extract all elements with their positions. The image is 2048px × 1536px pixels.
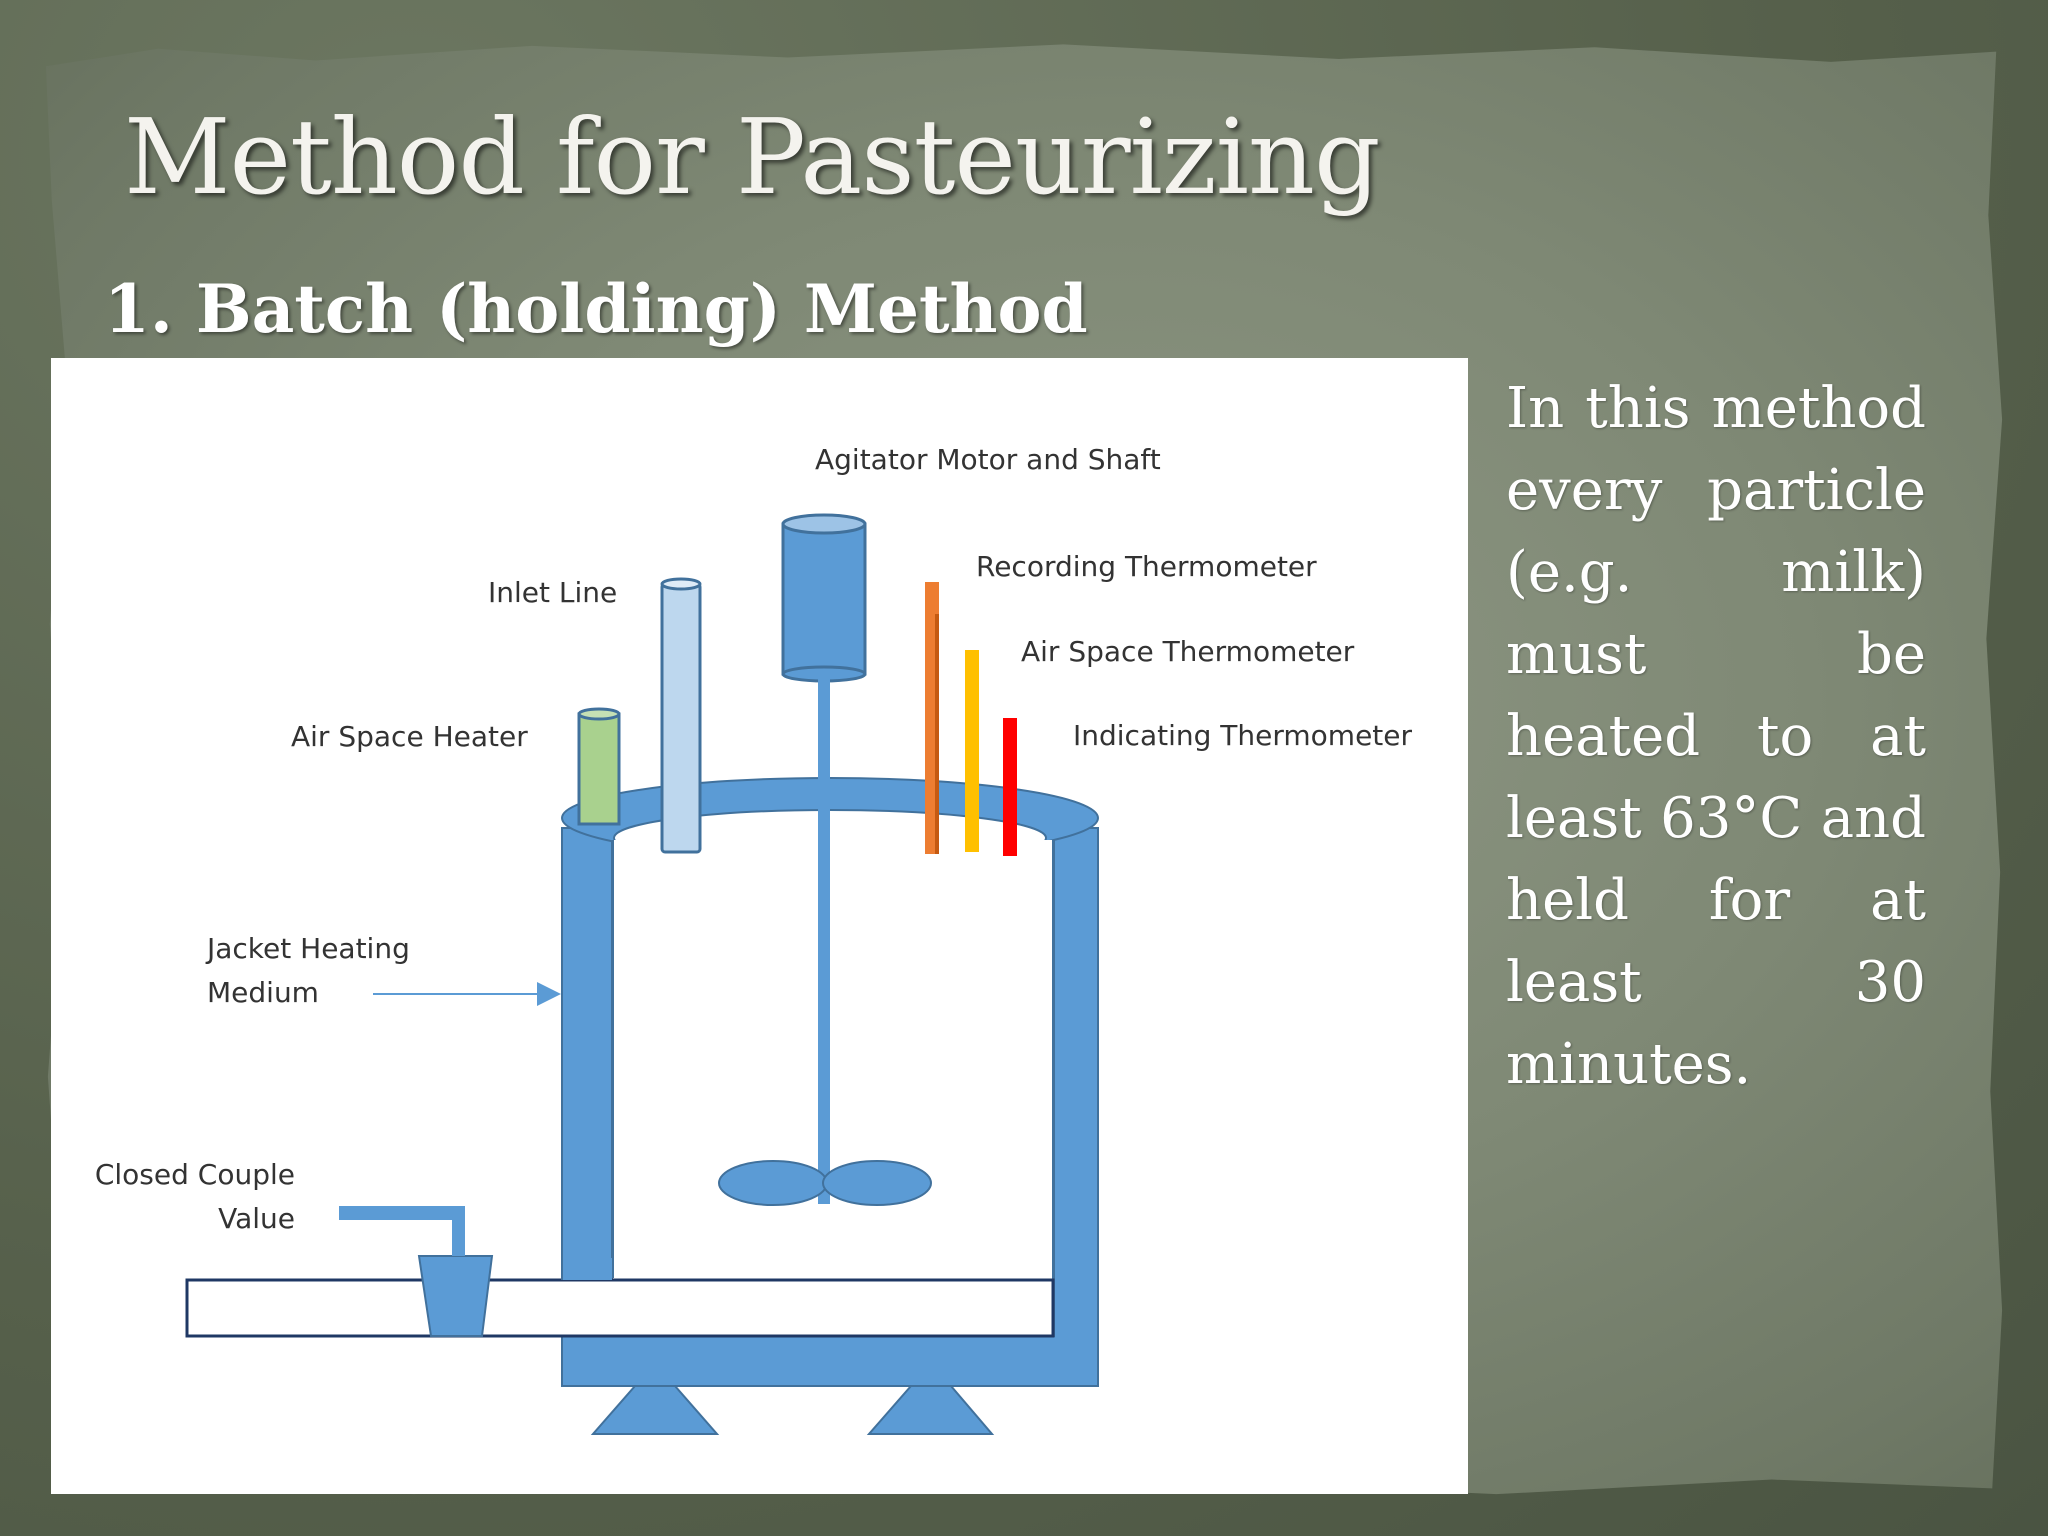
jacket-arrow-head [537,982,561,1006]
inlet-line [660,582,702,854]
agitator-paddle-right [822,1160,932,1206]
indicating-thermometer [1003,718,1017,856]
label-valve-line2: Value [218,1202,295,1235]
label-inlet-line: Inlet Line [488,576,617,609]
agitator-paddle-left [718,1160,828,1206]
diagram-svg: Agitator Motor and Shaft Recording Therm… [95,443,1412,1435]
vessel-foot-right [866,1385,995,1435]
vessel-foot-left [590,1385,720,1435]
label-jacket-line2: Medium [207,976,319,1009]
label-valve-line1: Closed Couple [95,1158,295,1191]
label-agitator: Agitator Motor and Shaft [815,443,1161,476]
air-space-thermometer [965,650,979,852]
method-description: In this method every particle (e.g. milk… [1506,376,1926,1097]
closed-couple-valve [417,1255,494,1337]
slide-subtitle: 1. Batch (holding) Method [104,270,1088,348]
agitator-motor [781,522,867,676]
slide-title: Method for Pasteurizing [124,96,1381,218]
air-space-heater [577,712,621,826]
label-jacket-line1: Jacket Heating [205,932,410,965]
vessel-interior [614,840,1052,1334]
valve-handle [339,1206,465,1256]
agitator-shaft [818,674,830,1204]
batch-pasteurizer-diagram: Agitator Motor and Shaft Recording Therm… [51,358,1468,1494]
label-air-space-heater: Air Space Heater [291,720,528,753]
label-recording-thermometer: Recording Thermometer [976,550,1317,583]
outlet-pipe [185,1278,1055,1338]
label-indicating-thermometer: Indicating Thermometer [1073,719,1412,752]
label-air-space-thermometer: Air Space Thermometer [1021,635,1355,668]
